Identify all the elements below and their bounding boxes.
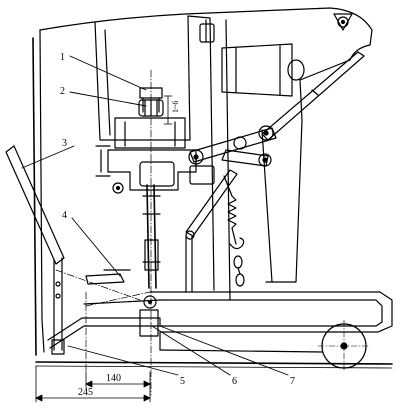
dimension-245-label: 245 [78, 387, 93, 398]
callout-labels: 1 2 3 4 5 6 7 [60, 52, 295, 387]
hand-lever [5, 145, 65, 355]
machine-frame [32, 7, 373, 356]
dimension-labels: 1~6 140 245 [78, 101, 180, 398]
leader-lines [21, 55, 289, 376]
callout-7: 7 [290, 376, 295, 387]
lever-linkage [185, 51, 365, 293]
dimension-gap-label: 1~6 [171, 101, 180, 113]
callout-1: 1 [60, 52, 65, 63]
needle-bar [142, 184, 161, 289]
motor-pivot-icon [333, 13, 353, 31]
callout-5: 5 [180, 376, 185, 387]
motor-unit [199, 19, 305, 97]
dimension-lines [35, 365, 151, 403]
needle-head [95, 87, 215, 194]
callout-4: 4 [62, 210, 67, 221]
dimension-140-label: 140 [106, 373, 121, 384]
callout-6: 6 [232, 376, 237, 387]
work-table [35, 269, 393, 373]
callout-3: 3 [62, 138, 67, 149]
center-lines [55, 69, 152, 396]
callout-2: 2 [60, 86, 65, 97]
